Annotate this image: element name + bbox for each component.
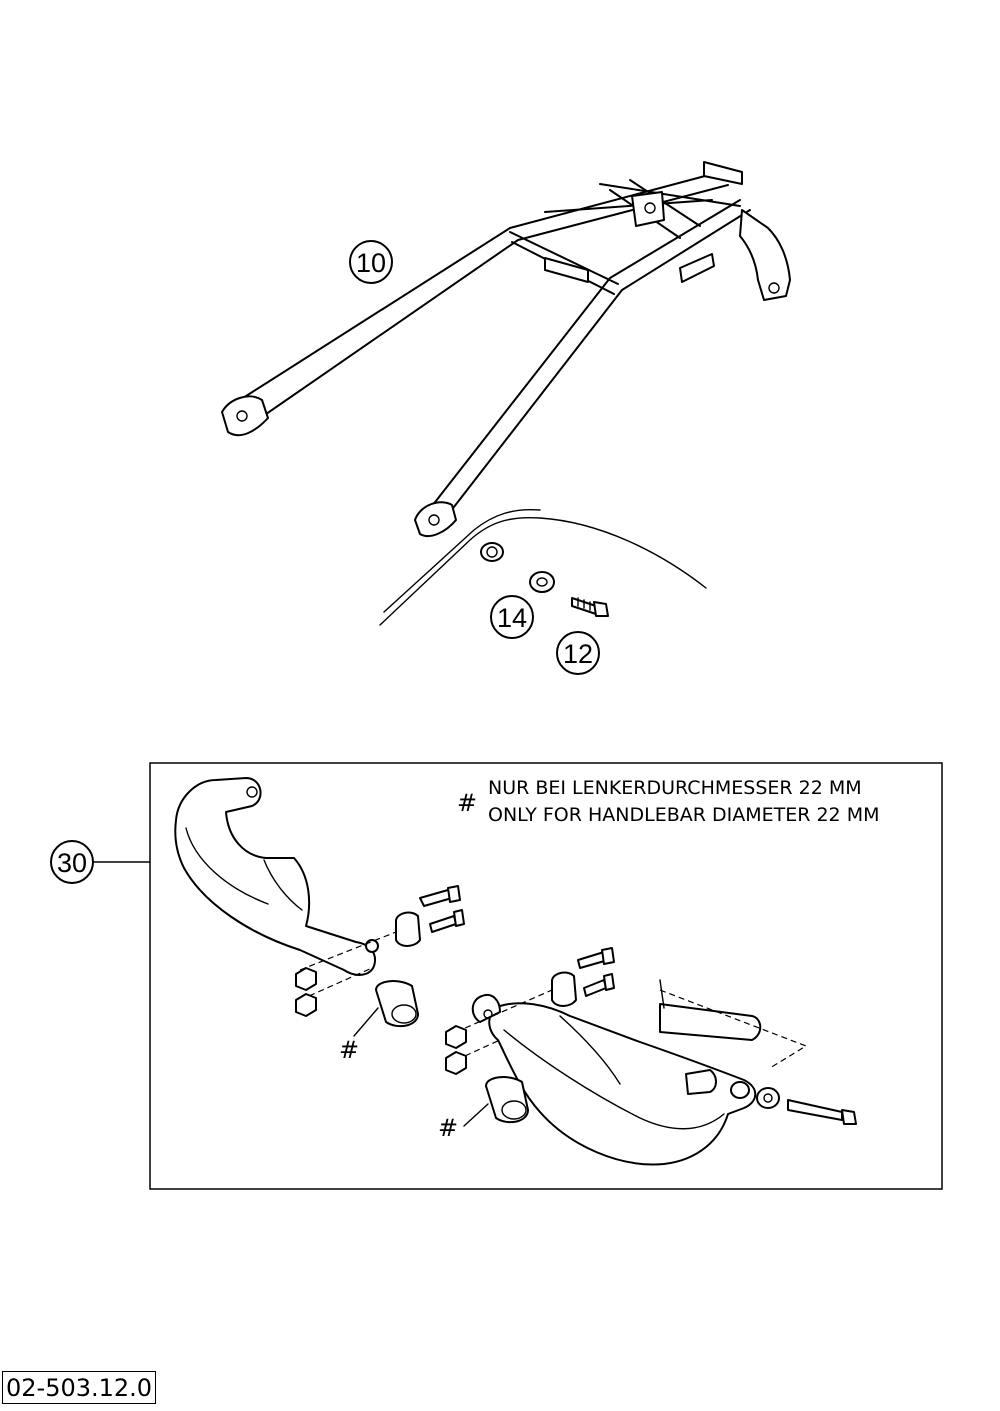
callout-14: 14: [490, 595, 534, 639]
note-marker: #: [457, 789, 477, 817]
callout-10-label: 10: [356, 248, 386, 278]
luggage-carrier: [221, 161, 791, 626]
left-nuts: [295, 967, 317, 1017]
bar-end-spacer: [685, 1069, 717, 1095]
screw: [571, 597, 609, 617]
callout-30: 30: [50, 840, 94, 884]
right-clamp: [455, 947, 615, 1061]
handguard-kit-frame: [149, 762, 943, 1190]
hash-marker-right: #: [438, 1114, 458, 1142]
callout-10: 10: [349, 240, 393, 284]
bar-end-washer: [756, 1087, 780, 1109]
right-nuts: [445, 1025, 467, 1075]
note-line-de: NUR BEI LENKERDURCHMESSER 22 MM: [488, 777, 862, 799]
left-handguard: [174, 777, 379, 976]
diagram-code: 02-503.12.0: [2, 1371, 157, 1404]
left-spacer: [353, 980, 419, 1037]
washer: [529, 571, 555, 593]
callout-30-label: 30: [57, 848, 87, 878]
callout-14-label: 14: [497, 603, 527, 633]
handlebar: [659, 979, 808, 1069]
callout-12-label: 12: [563, 639, 593, 669]
callout-12: 12: [556, 631, 600, 675]
right-spacer: [463, 1076, 529, 1127]
bar-end-bolt: [787, 1099, 857, 1125]
left-clamp: [299, 885, 465, 1001]
hash-marker-left: #: [339, 1036, 359, 1064]
note-line-en: ONLY FOR HANDLEBAR DIAMETER 22 MM: [488, 804, 879, 826]
